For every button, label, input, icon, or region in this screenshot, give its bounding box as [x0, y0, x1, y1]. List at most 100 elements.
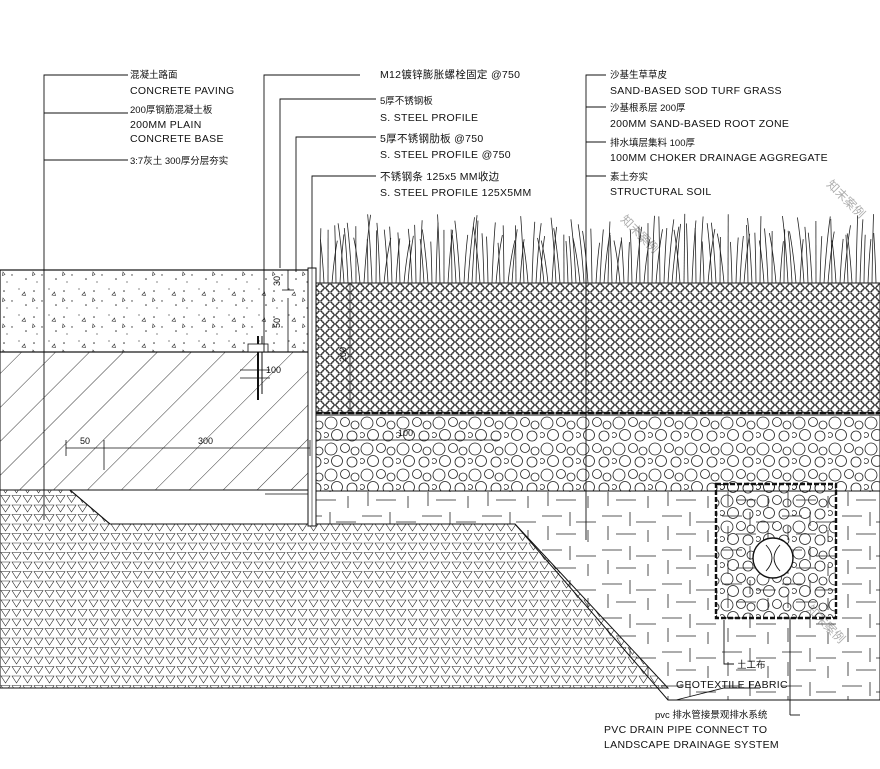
grass-blade [764, 228, 769, 284]
label-root-cn: 沙基根系层 200厚 [610, 102, 686, 114]
grass-blade [570, 219, 577, 284]
label-plate-en: S. STEEL PROFILE [380, 112, 478, 124]
grass-blade [535, 223, 542, 284]
grass-blade [663, 228, 668, 284]
grass-blade [599, 229, 604, 284]
grass-blade [871, 214, 874, 284]
label-drain-en: 100MM CHOKER DRAINAGE AGGREGATE [610, 152, 828, 164]
grass-blade [746, 225, 749, 284]
grass-blade [655, 229, 663, 284]
label-base-en-2: CONCRETE BASE [130, 133, 224, 145]
grass-blade [376, 222, 381, 284]
dim-200: 200 [338, 347, 348, 362]
grass-blade [613, 240, 621, 284]
grass-blade [846, 233, 853, 284]
watermark-text: 知末案例 [824, 177, 869, 222]
grass-blade [827, 231, 835, 284]
grass-blade [582, 230, 589, 284]
label-struct-cn: 素土夯实 [610, 171, 648, 183]
sand-root-zone-layer [315, 282, 880, 414]
grass-blade [383, 229, 389, 284]
grass-blade [799, 239, 804, 284]
dimension-marks [65, 269, 500, 470]
grass-blade [454, 220, 461, 284]
grass-blade [540, 240, 549, 284]
label-plate-cn: 5厚不锈钢板 [380, 95, 433, 107]
grass-blade [845, 234, 849, 284]
grass-blade [739, 235, 744, 284]
label-base-cn: 200厚钢筋混凝土板 [130, 104, 213, 116]
grass-blade [450, 229, 453, 284]
grass-blade [572, 237, 581, 284]
grass-blade [747, 218, 753, 284]
grass-blade [407, 228, 413, 284]
label-turf-en: SAND-BASED SOD TURF GRASS [610, 85, 782, 97]
grass-blade [607, 221, 611, 284]
grass-blade [550, 217, 557, 284]
grass-blade [595, 242, 600, 284]
turf-grass-blades [319, 213, 877, 284]
grass-blade [707, 228, 716, 284]
grass-blade [627, 242, 630, 284]
grass-blade [651, 215, 655, 284]
grass-blade [389, 226, 393, 284]
grass-blade [701, 241, 705, 284]
grass-blade [643, 239, 650, 284]
dim-100: 100 [266, 365, 281, 375]
label-paving-en: CONCRETE PAVING [130, 85, 234, 97]
grass-blade [686, 223, 689, 284]
grass-blade [486, 236, 489, 284]
grass-blade [797, 217, 805, 284]
grass-blade [658, 216, 661, 284]
grass-blade [716, 233, 725, 284]
grass-blade [343, 228, 349, 284]
pvc-drain-pipe [752, 537, 794, 579]
grass-blade [337, 223, 345, 284]
grass-blade [491, 222, 496, 284]
grass-blade [671, 226, 680, 284]
leader-lines [43, 74, 800, 716]
grass-blade [421, 229, 429, 284]
grass-blade [830, 218, 833, 284]
grass-blade [779, 241, 784, 284]
grass-blade [577, 224, 585, 284]
grass-blade [375, 230, 378, 284]
label-paving-cn: 混凝土路面 [130, 69, 178, 81]
grass-blade [319, 228, 322, 284]
grass-blade [565, 241, 569, 284]
grass-blade [367, 214, 373, 284]
grass-blade [789, 231, 797, 284]
grass-blade [419, 238, 425, 284]
dim-300: 300 [198, 436, 213, 446]
dimension-values: 30 50 100 200 50 300 100 [80, 276, 413, 446]
grass-blade [855, 215, 859, 284]
grass-blade [403, 240, 411, 284]
grass-blade [609, 234, 613, 284]
grass-blade [481, 233, 485, 284]
grass-blade [553, 228, 561, 284]
grass-blade [502, 225, 505, 284]
right-turf-section [315, 282, 880, 701]
grass-blade [635, 226, 643, 284]
grass-blade [568, 236, 573, 284]
label-base-en-1: 200MM PLAIN [130, 119, 202, 131]
label-rib-en: S. STEEL PROFILE @750 [380, 149, 511, 161]
middle-labels: M12镀锌膨胀螺栓固定 @750 5厚不锈钢板 S. STEEL PROFILE… [380, 68, 531, 199]
label-geotextile-cn: 土工布 [737, 659, 766, 671]
grass-blade [859, 219, 864, 284]
grass-blade [346, 222, 353, 284]
grass-blade [638, 227, 641, 284]
grass-blade [353, 237, 361, 284]
lime-soil-hatched-layer [0, 351, 311, 491]
grass-blade [531, 221, 536, 284]
drainage-aggregate-layer [315, 414, 880, 492]
concrete-paving-layer [0, 269, 311, 353]
grass-blade [819, 236, 823, 284]
label-rib-cn: 5厚不锈钢肋板 @750 [380, 132, 484, 145]
dim-30: 30 [272, 276, 282, 286]
grass-blade [447, 229, 454, 284]
label-turf-cn: 沙基生草草皮 [610, 69, 668, 81]
grass-blade [507, 240, 516, 284]
watermark-text: 知末案例 [618, 212, 663, 257]
label-struct-en: STRUCTURAL SOIL [610, 186, 712, 198]
